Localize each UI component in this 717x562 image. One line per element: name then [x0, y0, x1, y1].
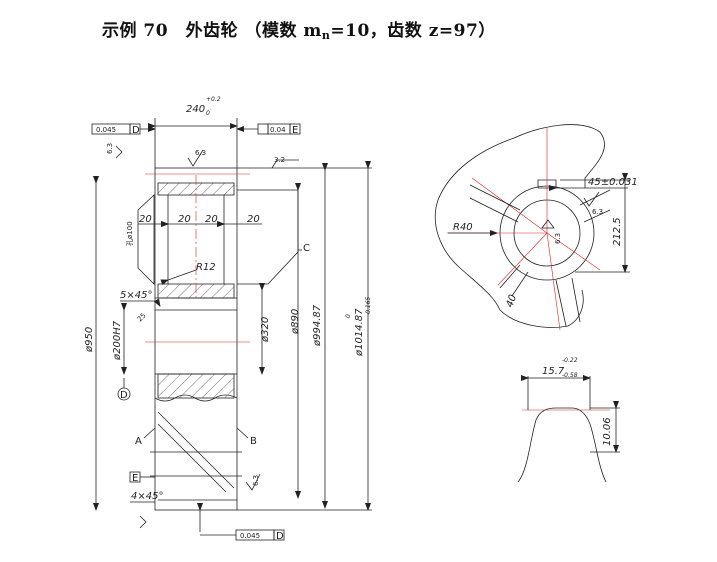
a-leader — [143, 427, 156, 439]
parallel-top-datum: E — [292, 125, 298, 136]
dim-950: ø950 — [84, 327, 95, 353]
cone-right — [237, 189, 299, 285]
roughness-symbol — [115, 145, 123, 159]
dim-40: 40 — [504, 293, 519, 309]
roughness-63-top: 6.3 — [195, 149, 206, 157]
runout-bottom-value: 0.045 — [240, 532, 260, 540]
web-hole-label: 孔ø100 — [126, 221, 134, 246]
runout-frame-top: 0.045 D — [91, 123, 156, 136]
roughness-63-left: 6.3 — [106, 143, 114, 154]
width-tol-up: +0.2 — [206, 96, 221, 103]
spoke-lines — [499, 264, 529, 297]
dim-1014: ø1014.87 — [354, 308, 365, 357]
parallel-frame-top: 0.04 E — [236, 123, 301, 136]
roughness-25: 25 — [136, 311, 148, 323]
dim-320: ø320 — [260, 317, 271, 343]
tooth-tol-up: -0.22 — [562, 357, 578, 364]
figure-title: 示例 70 外齿轮 （模数 mn=10，齿数 z=97） — [102, 16, 496, 42]
bore-line — [157, 411, 235, 489]
tooth-height: 10.06 — [602, 417, 613, 446]
runout-top-value: 0.045 — [96, 126, 116, 134]
runout-bottom-datum: D — [276, 531, 284, 542]
center-line — [497, 232, 548, 286]
spoke-lines — [469, 184, 521, 223]
roughness-symbol — [139, 515, 147, 529]
roughness-symbol — [245, 473, 261, 491]
width-tol-low: 0 — [206, 110, 210, 117]
tooth-profile — [517, 407, 607, 483]
datum-d: D — [120, 390, 128, 401]
tooth-detail: 15.7 -0.22 -0.58 10.06 — [517, 357, 620, 483]
r40-label: R40 — [453, 222, 473, 233]
center-line — [546, 232, 601, 271]
dim-20d: 20 — [247, 214, 260, 225]
dim-200h7: ø200H7 — [112, 320, 123, 361]
roughness-32: 3.2 — [274, 156, 285, 164]
hub-hatch — [157, 373, 235, 399]
width-value: 240 — [186, 104, 205, 115]
end-view: R40 45±0.031 212.5 40 6.3 6.3 — [434, 124, 638, 331]
dim-20b: 20 — [178, 214, 191, 225]
label-b: B — [250, 436, 257, 447]
end-view-outline — [513, 124, 605, 188]
label-c: C — [303, 243, 310, 254]
roughness-63-e: 6.3 — [252, 475, 260, 486]
parallel-top-value: 0.04 — [270, 126, 286, 134]
dim-1014-tol-up: 0 — [345, 314, 352, 318]
spoke-lines — [579, 189, 611, 223]
roughness-63-bore: 6.3 — [554, 233, 562, 244]
roughness-63-end: 6.3 — [592, 208, 603, 216]
section-view: 240 +0.2 0 0.045 D 0.04 E 6.3 3.2 6.3 20 — [84, 96, 372, 542]
center-line — [546, 232, 561, 331]
dim-45: 45±0.031 — [588, 177, 638, 188]
dim-20c: 20 — [205, 214, 218, 225]
dim-1014-tol-low: -0.165 — [365, 296, 372, 316]
title-suffix: =10，齿数 z=97） — [330, 21, 496, 41]
r12-label: R12 — [196, 262, 216, 273]
end-view-outline — [434, 137, 584, 328]
runout-frame-bottom: 0.045 D — [200, 529, 285, 542]
b-leader — [236, 427, 249, 439]
tooth-width: 15.7 — [542, 366, 565, 377]
r12-leader — [160, 269, 197, 286]
label-a: A — [135, 436, 142, 447]
title-prefix: 示例 70 外齿轮 （模数 m — [102, 21, 322, 41]
dim-20a: 20 — [139, 214, 152, 225]
spoke-lines — [555, 277, 581, 327]
dim-890: ø890 — [290, 309, 301, 335]
chamfer-5x45: 5×45° — [120, 290, 152, 301]
roughness-symbol — [271, 159, 299, 169]
chamfer-4x45: 4×45° — [131, 491, 163, 502]
roughness-symbol — [583, 191, 600, 207]
tooth-tol-low: -0.58 — [562, 372, 578, 379]
datum-d-circle — [117, 387, 131, 401]
center-line — [471, 177, 548, 234]
dim-2125: 212.5 — [612, 217, 623, 246]
roughness-symbol — [187, 149, 204, 167]
bore-line — [157, 423, 227, 493]
web-hole-left — [137, 194, 155, 285]
chamfer-leader — [153, 298, 161, 307]
dim-994: ø994.87 — [312, 304, 323, 347]
title-subscript: n — [321, 29, 331, 42]
rim-outline — [154, 167, 238, 511]
roughness-symbol — [541, 219, 555, 229]
datum-e: E — [132, 473, 138, 484]
break-line — [154, 394, 238, 402]
runout-top-datum: D — [132, 125, 140, 136]
